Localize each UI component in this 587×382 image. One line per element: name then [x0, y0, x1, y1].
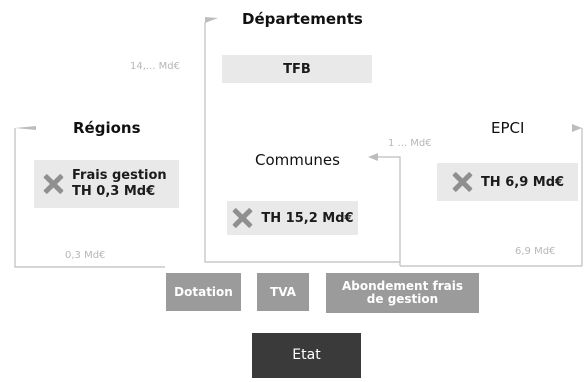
- regions-box: Frais gestion TH 0,3 Md€: [34, 160, 179, 208]
- tfb-box: TFB: [222, 55, 372, 83]
- tva-box: TVA: [257, 273, 309, 311]
- departements-arrowhead: [205, 17, 218, 23]
- departements-connector: [204, 22, 400, 263]
- epci-box-text: TH 6,9 Md€: [480, 174, 565, 190]
- abondement-line1: Abondement frais: [342, 279, 463, 293]
- dotation-label: Dotation: [174, 284, 233, 299]
- tva-label: TVA: [270, 284, 296, 299]
- abondement-line2: de gestion: [366, 292, 439, 306]
- communes-box-text: TH 15,2 Md€: [261, 210, 354, 226]
- communes-amount: 1 ... Md€: [388, 138, 432, 149]
- abondement-box: Abondement frais de gestion: [326, 273, 479, 313]
- departements-amount: 14,... Md€: [130, 61, 180, 72]
- communes-box: TH 15,2 Md€: [227, 201, 358, 235]
- regions-arrowhead: [15, 126, 36, 130]
- cross-icon: [231, 207, 253, 229]
- cross-icon: [451, 171, 473, 193]
- regions-amount: 0,3 Md€: [65, 250, 106, 261]
- communes-arrowhead: [368, 153, 378, 161]
- departements-label: Départements: [242, 10, 363, 28]
- regions-box-text: Frais gestion TH 0,3 Md€: [72, 168, 167, 200]
- cross-icon: [42, 173, 64, 195]
- etat-box: Etat: [252, 333, 361, 378]
- epci-arrowhead: [572, 124, 582, 132]
- epci-box: TH 6,9 Md€: [437, 163, 578, 201]
- tfb-label: TFB: [283, 61, 311, 77]
- regions-connector: [14, 128, 165, 268]
- etat-label: Etat: [292, 347, 321, 363]
- epci-label: EPCI: [491, 119, 525, 137]
- epci-amount: 6,9 Md€: [515, 246, 556, 257]
- communes-connector: [373, 156, 401, 266]
- regions-label: Régions: [73, 119, 141, 137]
- regions-box-line2: TH 0,3 Md€: [72, 184, 156, 199]
- regions-box-line1: Frais gestion: [72, 168, 167, 183]
- communes-label: Communes: [255, 151, 340, 169]
- dotation-box: Dotation: [166, 273, 241, 311]
